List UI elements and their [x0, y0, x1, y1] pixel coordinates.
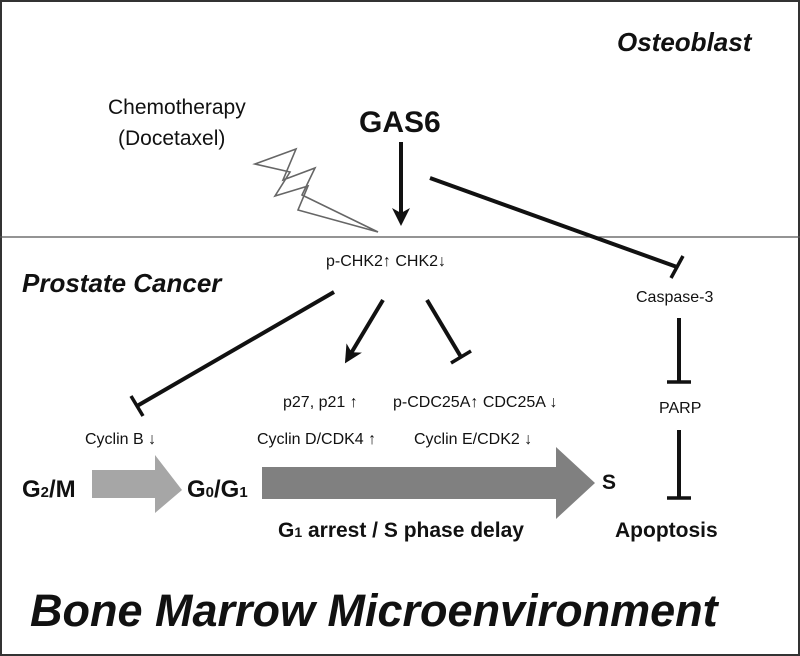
prostate-cancer-label: Prostate Cancer: [22, 268, 222, 298]
chk2-cdc25a-inhibition-line: [425, 298, 463, 359]
p-cdc25a-up-arrow: ↑: [470, 394, 479, 411]
docetaxel-label: (Docetaxel): [118, 127, 226, 150]
chk2-down-arrow: ↓: [438, 253, 447, 270]
cyclind-up-arrow: ↑: [368, 431, 377, 448]
pchk2-up-arrow: ↑: [382, 253, 391, 270]
chk2-label: CHK2: [395, 253, 439, 270]
s-phase-label: S: [602, 471, 617, 494]
g0g1-phase-label: G0/G1: [187, 476, 248, 503]
caspase3-inhibition-bar: [669, 255, 685, 279]
caspase3-label: Caspase-3: [636, 289, 714, 306]
cycline-cdk2-label: Cyclin E/CDK2 ↓: [414, 431, 533, 448]
cdc25a-status-label: p-CDC25A↑ CDC25A ↓: [393, 395, 558, 411]
p27-up-arrow: ↑: [349, 394, 358, 411]
cyclinb-label: Cyclin B ↓: [85, 431, 157, 448]
p27-p21-label: p27, p21 ↑: [283, 394, 358, 411]
gas6-caspase3-inhibition-line: [429, 176, 678, 269]
cycline-down-arrow: ↓: [524, 431, 533, 448]
cyclinb-inhibition-bar: [129, 395, 145, 417]
cdc25a-inhibition-bar: [450, 349, 472, 365]
osteoblast-label: Osteoblast: [617, 27, 752, 57]
cdc25a-down-arrow: ↓: [549, 394, 558, 411]
chk2-status-label: p-CHK2↑ CHK2↓: [326, 254, 446, 270]
g2m-phase-label: G2/M: [22, 476, 76, 503]
chemotherapy-label: Chemotherapy: [108, 96, 246, 119]
pchk2-label: p-CHK2: [326, 253, 383, 270]
g1-arrest-label: G1 arrest / S phase delay: [278, 519, 524, 542]
chk2-cyclinb-inhibition-line: [135, 290, 336, 408]
cyclind-cdk4-label: Cyclin D/CDK4 ↑: [257, 431, 377, 448]
parp-label: PARP: [659, 400, 702, 417]
p-cdc25a-label: p-CDC25A: [393, 394, 471, 411]
g2m-to-g0g1-arrow: [92, 455, 182, 513]
g1-arrest-arrow: [262, 447, 595, 519]
cyclinb-down-arrow: ↓: [148, 431, 157, 448]
gas6-label: GAS6: [359, 106, 441, 139]
bone-marrow-label: Bone Marrow Microenvironment: [30, 585, 718, 636]
chk2-p27-activation-arrow: [344, 298, 385, 364]
lightning-bolt-icon: [252, 147, 379, 233]
apoptosis-label: Apoptosis: [615, 519, 718, 542]
cdc25a-label: CDC25A: [482, 394, 546, 411]
